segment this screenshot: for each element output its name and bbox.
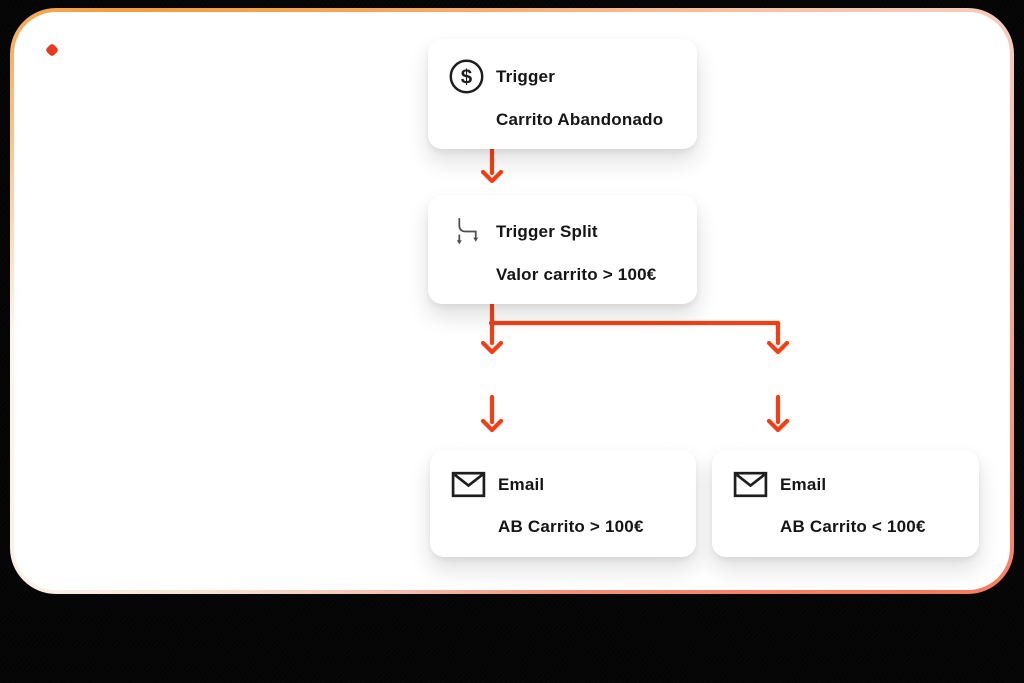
node-subtitle: AB Carrito < 100€: [780, 517, 926, 536]
node-title: Email: [780, 475, 827, 494]
dollar-circle-icon: $: [448, 58, 496, 95]
node-trigger-split[interactable]: Trigger Split Valor carrito > 100€: [428, 195, 697, 304]
node-title: Trigger: [496, 66, 556, 86]
node-email-a[interactable]: Email AB Carrito > 100€: [430, 450, 696, 557]
node-subtitle: Valor carrito > 100€: [496, 265, 657, 285]
node-email-b[interactable]: Email AB Carrito < 100€: [712, 450, 979, 557]
node-subtitle: AB Carrito > 100€: [498, 517, 644, 536]
node-subtitle: Carrito Abandonado: [496, 110, 664, 129]
split-arrows-icon: [448, 214, 496, 251]
node-trigger[interactable]: $ Trigger Carrito Abandonado: [428, 39, 697, 149]
node-title: Trigger Split: [496, 222, 598, 242]
svg-text:$: $: [461, 66, 473, 89]
envelope-icon: [450, 470, 498, 500]
envelope-icon: [732, 470, 780, 500]
node-title: Email: [498, 475, 545, 494]
